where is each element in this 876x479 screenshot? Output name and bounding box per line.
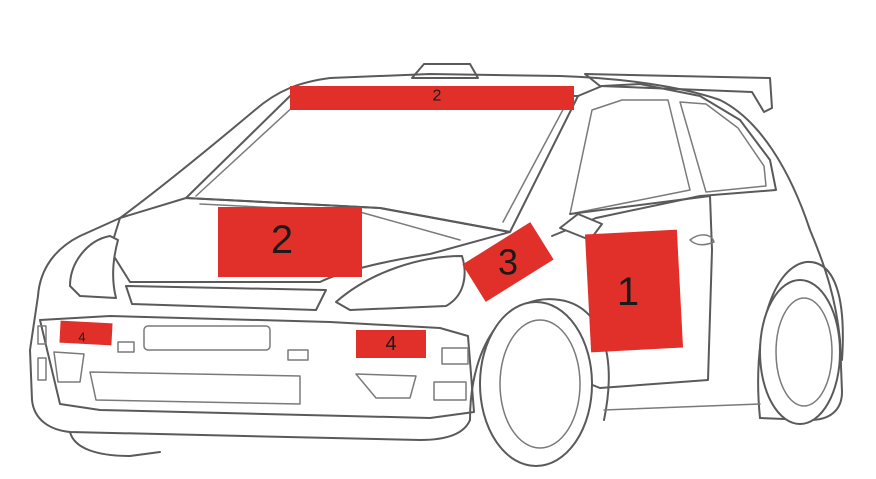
bumper-lower-lip	[90, 372, 300, 404]
side-sill	[604, 404, 760, 410]
front-tire	[480, 302, 592, 466]
windshield-inner	[196, 104, 566, 222]
roof-scoop	[412, 64, 478, 78]
upper-grille	[126, 286, 326, 310]
door-handle	[690, 235, 714, 245]
left-headlight	[70, 236, 118, 298]
right-vent-upper	[442, 348, 468, 364]
zone-fender-group: 3	[462, 222, 554, 303]
left-wheel-hint	[70, 432, 160, 456]
right-fog-light	[356, 374, 416, 398]
zone-fender-label: 3	[498, 242, 518, 283]
right-vent-lower	[434, 382, 466, 400]
zone-bumper-center-label: 4	[385, 333, 396, 355]
zone-bumper-left	[59, 321, 112, 346]
left-side-light-2	[38, 358, 46, 380]
rear-tire	[760, 280, 840, 424]
left-fog-light	[54, 352, 84, 382]
zone-windshield-top-label: 2	[433, 88, 442, 105]
front-side-window	[570, 100, 690, 214]
zone-bumper-left-label: 4	[78, 330, 85, 345]
rear-side-window	[680, 102, 766, 192]
right-indicator	[288, 350, 308, 360]
zone-hood-label: 2	[271, 218, 293, 262]
left-indicator	[118, 342, 134, 352]
zone-door-label: 1	[617, 270, 639, 314]
a-pillar	[552, 84, 776, 236]
lower-grille	[144, 326, 270, 350]
